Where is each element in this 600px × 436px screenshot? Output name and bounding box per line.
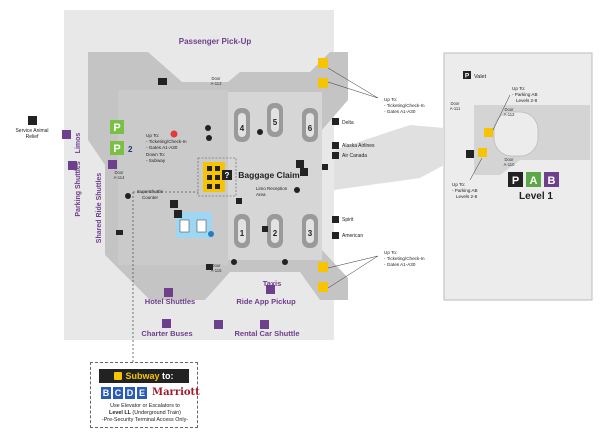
airline-delta: Delta [342,120,354,126]
subway-icon [114,372,123,380]
hotel-shuttles-label: Hotel Shuttles [145,297,195,306]
callout-garage-top: - Parking AB [512,92,538,97]
door-label: Door [450,101,460,106]
escalator-right-top [318,58,379,99]
callout-garage-bottom: Up To: [452,182,465,187]
door-label: Door [114,170,124,175]
carousel-label: 2 [273,229,278,238]
callout-center: Down To: [146,152,165,157]
parking-2-label: 2 [128,145,133,154]
carousel-label: 5 [273,118,278,127]
subway-header: Subway to: [99,369,189,383]
subway-lines: B C D E Marriott [101,387,200,400]
limos-label: Limos [75,133,82,154]
valet-icon [463,71,471,79]
accessible-icon [208,231,214,237]
door-label: A-112 [504,112,516,117]
subway-instructions: Use Elevator or Escalators to [110,403,180,409]
callout-garage-bottom: Levels 2-8 [456,194,478,199]
callout-right-bottom: - Gates A1-A30 [384,262,416,267]
subway-access-note: -Pre-Security Terminal Access Only- [101,417,189,423]
valet-label: Valet [474,74,487,80]
restroom-icon [170,130,178,138]
escalator-center [197,157,237,197]
carousel-label: 1 [240,229,245,238]
door-label: Door [211,263,221,268]
callout-right-top: - Ticketing/Check-In [384,103,425,108]
parking-shuttles-label: Parking Shuttles [75,161,82,216]
callout-right-bottom: Up To: [384,250,397,255]
level-label: Level 1 [519,191,553,202]
subway-word: Subway [125,371,160,381]
svg-text:P: P [465,73,470,80]
charter-buses-label: Charter Buses [141,329,192,338]
callout-garage-top: Up To: [512,86,525,91]
airline-air-canada: Air Canada [342,153,367,159]
door-label: Door [211,76,221,81]
subway-line-e: E [137,387,147,399]
service-animal-label: Relief [26,134,39,140]
limo-reception-label: Area [256,192,266,197]
door-label: A-115 [211,268,223,273]
escalator-right-bottom [318,255,379,292]
door-label: A-110 [504,162,516,167]
callout-right-bottom: - Ticketing/Check-In [384,256,425,261]
door-label: A-113 [211,81,223,86]
carousel-inner [238,108,314,243]
level-letter-p: P [512,175,519,187]
level-badges: P A B [508,172,559,187]
marriott-logo: Marriott [152,387,200,398]
callout-center: - Ticketing/Check-In [146,139,187,144]
door-label: Door [504,107,514,112]
transport-icons [62,130,275,329]
info-desk-icon [222,170,232,180]
svg-text:P: P [113,122,120,134]
service-animal-label: Service Animal [15,128,48,134]
passenger-pickup-label: Passenger Pick-Up [179,37,252,46]
garage-oval [493,111,539,157]
subway-level-line: Level LL (Underground Train) [93,410,197,417]
supershuttle-label: SuperShuttle [137,189,164,194]
callout-right-top: Up To: [384,97,397,102]
garage-connector [334,125,444,190]
callout-center: Up To: [146,133,159,138]
airline-american: American [342,233,363,239]
carousel-label: 3 [308,229,313,238]
service-animal-icon [28,116,37,125]
door-label: Door [504,157,514,162]
subway-info-box: Subway to: B C D E Marriott Use Elevator… [90,362,200,428]
subway-line-b: B [101,387,111,399]
callout-garage-bottom: - Parking AB [452,188,478,193]
svg-text:P: P [113,143,120,155]
subway-line-d: D [125,387,135,399]
airline-spirit: Spirit [342,217,354,223]
ride-app-pickup-label: Ride App Pickup [236,297,296,306]
level-letter-b: B [548,175,556,187]
callout-center: - Subway [146,158,166,163]
rental-car-shuttle-label: Rental Car Shuttle [234,329,299,338]
callout-garage-top: Levels 2-8 [516,98,538,103]
subway-to: to: [159,371,174,381]
callout-center: - Gates A1-A30 [146,145,178,150]
airline-alaska: Alaska Airlines [342,143,375,149]
door-label: A-111 [450,106,461,111]
callout-right-top: - Gates A1-A30 [384,109,416,114]
subway-train: (Underground Train) [130,410,181,416]
level-letter-a: A [530,175,538,187]
carousel-label: 4 [240,124,245,133]
subway-line-c: C [113,387,123,399]
door-label: A-114 [114,175,126,180]
baggage-claim-label: Baggage Claim [238,170,300,180]
carousel-label: 6 [308,124,313,133]
garage-escalators [466,94,511,181]
subway-level: Level LL [109,410,131,416]
taxis-label: Taxis [263,279,282,288]
parking-icon: P P 2 [110,120,133,155]
shared-ride-shuttles-label: Shared Ride Shuttles [96,173,103,244]
limo-reception-label: Limo Reception [256,186,288,191]
amenity-icons [116,78,339,270]
svg-text:?: ? [225,171,230,180]
supershuttle-label: Counter [142,195,159,200]
